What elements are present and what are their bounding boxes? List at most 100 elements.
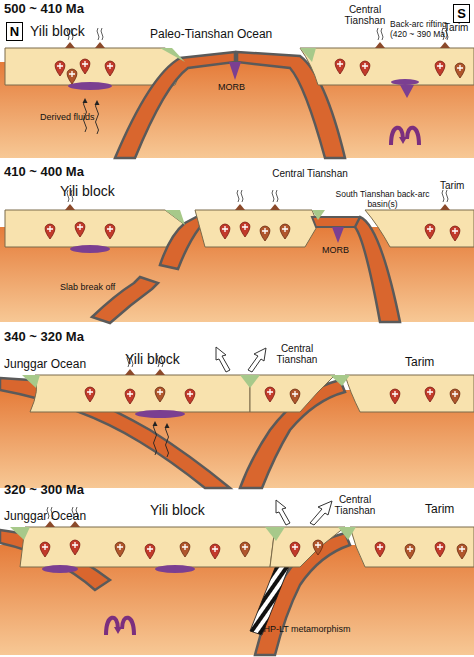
- section-label: Slab break off: [60, 282, 150, 292]
- section-label: Central Tianshan: [270, 168, 350, 179]
- section-label: Paleo-Tianshan Ocean: [150, 28, 320, 41]
- art-part: [405, 544, 415, 559]
- art-part: [391, 128, 419, 145]
- art-part: [145, 544, 155, 559]
- art-part: [22, 375, 40, 388]
- compass-box: N: [6, 22, 23, 41]
- section-label: Yili block: [125, 352, 225, 368]
- art-part: [30, 375, 250, 412]
- art-part: [240, 375, 260, 388]
- art-part: [330, 375, 350, 386]
- section-label: Junggar Ocean: [4, 358, 114, 371]
- art-part: [220, 224, 230, 239]
- art-part: [248, 348, 266, 372]
- panel-two: [0, 190, 474, 323]
- section-label: Tarim: [425, 503, 470, 516]
- section-label: Central Tianshan: [262, 343, 332, 365]
- section-label: Tarim: [405, 356, 455, 369]
- section-label: HP-LT metamorphism: [262, 624, 352, 634]
- art-part: [457, 544, 467, 559]
- panel-one: [0, 28, 474, 158]
- art-part: [260, 226, 270, 241]
- section-label: 340 ~ 320 Ma: [4, 330, 134, 345]
- art-part: [265, 387, 275, 402]
- art-part: [365, 210, 474, 247]
- art-part: [153, 421, 158, 455]
- art-part: [229, 62, 241, 80]
- section-label: Yili block: [150, 503, 250, 519]
- art-part: [313, 540, 323, 555]
- art-part: [345, 375, 474, 412]
- art-part: [165, 210, 185, 225]
- compass-box: S: [453, 4, 470, 23]
- art-part: [391, 79, 419, 85]
- art-part: [425, 387, 435, 402]
- art-part: [70, 540, 80, 555]
- art-part: [135, 410, 185, 418]
- art-part: [270, 190, 280, 210]
- art-part: [216, 347, 230, 372]
- panel-four: [0, 500, 474, 655]
- art-part: [55, 61, 65, 76]
- art-part: [400, 85, 414, 98]
- art-part: [312, 217, 360, 227]
- art-part: [375, 542, 385, 557]
- art-part: [80, 59, 90, 74]
- art-part: [250, 375, 335, 412]
- art-part: [290, 542, 300, 557]
- section-label: Central Tianshan: [320, 494, 390, 516]
- art-part: [106, 618, 134, 635]
- art-part: [332, 227, 344, 243]
- compass-letter: N: [10, 25, 19, 38]
- art-part: [165, 423, 170, 457]
- art-part: [280, 224, 290, 239]
- art-part: [45, 224, 55, 239]
- art-part: [235, 190, 245, 210]
- art-part: [440, 190, 450, 210]
- art-part: [95, 100, 100, 134]
- art-part: [276, 500, 290, 525]
- art-part: [290, 389, 300, 404]
- art-part: [115, 542, 125, 557]
- art-part: [265, 527, 285, 541]
- art-part: [300, 48, 316, 62]
- art-part: [40, 542, 50, 557]
- art-part: [310, 501, 332, 525]
- art-part: [5, 210, 185, 247]
- section-label: Tarim: [444, 22, 474, 33]
- art-part: [300, 48, 474, 85]
- art-part: [435, 542, 445, 557]
- art-part: [67, 69, 77, 84]
- section-label: MORB: [322, 245, 362, 255]
- art-part: [85, 387, 95, 402]
- art-part: [95, 28, 105, 48]
- compass-letter: S: [457, 7, 466, 20]
- art-part: [75, 222, 85, 237]
- art-part: [115, 52, 235, 158]
- art-part: [160, 215, 200, 269]
- art-part: [160, 48, 185, 62]
- section-label: South Tianshan back-arc basin(s): [335, 190, 430, 209]
- section-label: Back-arc rifting (420 ~ 390 Ma): [390, 20, 450, 39]
- section-label: Central Tianshan: [330, 4, 400, 26]
- section-label: 320 ~ 300 Ma: [4, 483, 134, 498]
- art-part: [10, 527, 30, 540]
- art-part: [335, 59, 345, 74]
- section-label: Junggar Ocean: [4, 510, 114, 523]
- art-part: [360, 61, 370, 76]
- art-part: [105, 61, 115, 76]
- art-part: [70, 245, 110, 253]
- section-label: Derived fluids: [40, 112, 130, 122]
- panel-three: [0, 347, 474, 488]
- art-part: [312, 210, 325, 220]
- art-part: [20, 527, 275, 567]
- art-part: [42, 565, 78, 573]
- art-part: [390, 389, 400, 404]
- art-part: [375, 28, 385, 48]
- section-label: 500 ~ 410 Ma: [4, 2, 134, 17]
- art-part: [240, 542, 250, 557]
- art-part: [195, 210, 318, 247]
- section-label: Yili block: [30, 24, 130, 40]
